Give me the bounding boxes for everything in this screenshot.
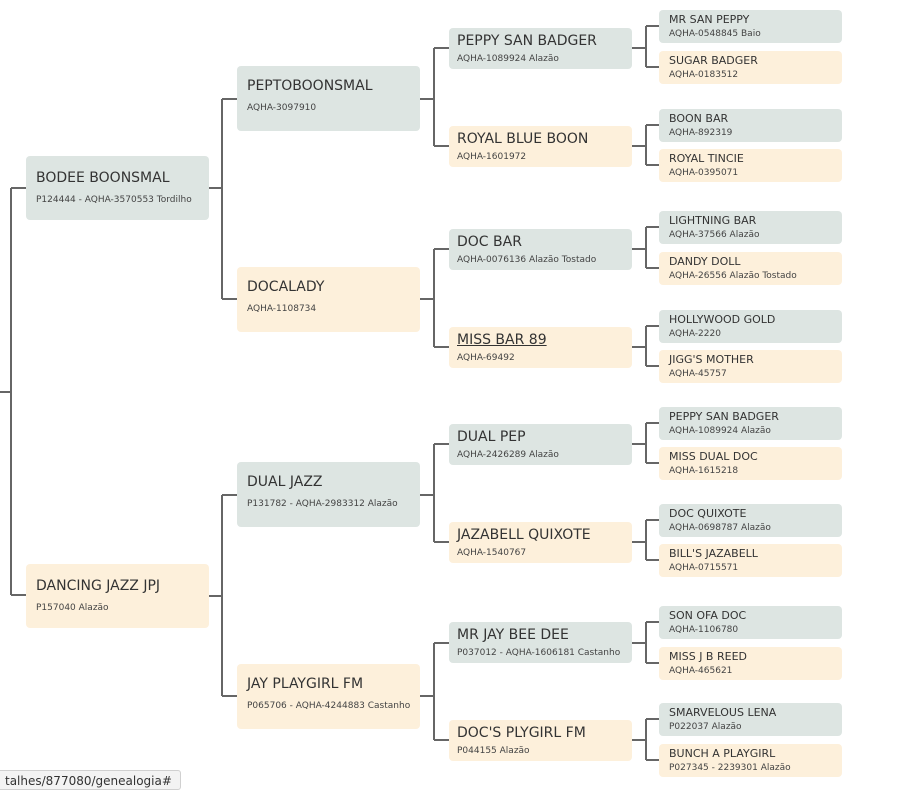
pedigree-node-gen4-6[interactable]: DANDY DOLL AQHA-26556 Alazão Tostado — [659, 252, 842, 285]
pedigree-node-gen4-14[interactable]: MISS J B REED AQHA-465621 — [659, 647, 842, 680]
horse-name-link[interactable]: MISS BAR 89 — [457, 332, 547, 348]
horse-name: DOCALADY — [247, 279, 325, 295]
horse-registration: AQHA-0715571 — [669, 563, 739, 573]
horse-registration: AQHA-2220 — [669, 329, 721, 339]
horse-registration: AQHA-0548845 Baio — [669, 29, 761, 39]
pedigree-node-gen3-4[interactable]: MISS BAR 89 AQHA-69492 — [449, 327, 632, 368]
pedigree-node-paternal-granddam[interactable]: DOCALADY AQHA-1108734 — [237, 267, 420, 332]
pedigree-node-gen4-13[interactable]: SON OFA DOC AQHA-1106780 — [659, 606, 842, 639]
pedigree-node-gen3-6[interactable]: JAZABELL QUIXOTE AQHA-1540767 — [449, 522, 632, 563]
horse-name: BUNCH A PLAYGIRL — [669, 747, 776, 760]
horse-registration: AQHA-0698787 Alazão — [669, 523, 771, 533]
pedigree-node-gen4-7[interactable]: HOLLYWOOD GOLD AQHA-2220 — [659, 310, 842, 343]
horse-registration: P065706 - AQHA-4244883 Castanho — [247, 701, 411, 711]
pedigree-node-paternal-grandsire[interactable]: PEPTOBOONSMAL AQHA-3097910 — [237, 66, 420, 131]
horse-name: JAZABELL QUIXOTE — [457, 527, 591, 543]
pedigree-node-maternal-grandsire[interactable]: DUAL JAZZ P131782 - AQHA-2983312 Alazão — [237, 462, 420, 527]
horse-name: DOC'S PLYGIRL FM — [457, 725, 586, 741]
pedigree-node-maternal-granddam[interactable]: JAY PLAYGIRL FM P065706 - AQHA-4244883 C… — [237, 664, 420, 729]
horse-name: PEPTOBOONSMAL — [247, 78, 373, 94]
pedigree-node-gen3-1[interactable]: PEPPY SAN BADGER AQHA-1089924 Alazão — [449, 28, 632, 69]
horse-registration: AQHA-3097910 — [247, 103, 317, 113]
horse-name: DANDY DOLL — [669, 255, 741, 268]
horse-name: ROYAL BLUE BOON — [457, 131, 589, 147]
pedigree-node-gen4-3[interactable]: BOON BAR AQHA-892319 — [659, 109, 842, 142]
pedigree-node-gen3-8[interactable]: DOC'S PLYGIRL FM P044155 Alazão — [449, 720, 632, 761]
horse-registration: AQHA-1108734 — [247, 304, 317, 314]
horse-registration: AQHA-0183512 — [669, 70, 739, 80]
horse-registration: P022037 Alazão — [669, 722, 742, 732]
horse-registration: AQHA-45757 — [669, 369, 727, 379]
horse-registration: AQHA-465621 — [669, 666, 733, 676]
horse-name: SMARVELOUS LENA — [669, 706, 777, 719]
horse-registration: P044155 Alazão — [457, 746, 530, 756]
horse-registration: AQHA-2426289 Alazão — [457, 450, 559, 460]
horse-name: DANCING JAZZ JPJ — [36, 578, 161, 594]
horse-registration: P027345 - 2239301 Alazão — [669, 763, 791, 773]
horse-name: MISS DUAL DOC — [669, 450, 758, 463]
horse-name: PEPPY SAN BADGER — [669, 410, 779, 423]
pedigree-node-gen4-11[interactable]: DOC QUIXOTE AQHA-0698787 Alazão — [659, 504, 842, 537]
horse-registration: AQHA-26556 Alazão Tostado — [669, 271, 797, 281]
horse-name: DUAL PEP — [457, 429, 526, 445]
horse-name: PEPPY SAN BADGER — [457, 33, 597, 49]
pedigree-node-gen4-1[interactable]: MR SAN PEPPY AQHA-0548845 Baio — [659, 10, 842, 43]
horse-name: DUAL JAZZ — [247, 474, 323, 490]
pedigree-node-gen3-3[interactable]: DOC BAR AQHA-0076136 Alazão Tostado — [449, 229, 632, 270]
horse-registration: AQHA-0076136 Alazão Tostado — [457, 255, 597, 265]
status-bar-url: talhes/877080/genealogia# — [0, 770, 181, 790]
pedigree-node-gen4-12[interactable]: BILL'S JAZABELL AQHA-0715571 — [659, 544, 842, 577]
pedigree-node-gen4-8[interactable]: JIGG'S MOTHER AQHA-45757 — [659, 350, 842, 383]
pedigree-node-gen3-2[interactable]: ROYAL BLUE BOON AQHA-1601972 — [449, 126, 632, 167]
horse-registration: AQHA-1089924 Alazão — [457, 54, 559, 64]
horse-registration: AQHA-1540767 — [457, 548, 527, 558]
pedigree-node-gen4-15[interactable]: SMARVELOUS LENA P022037 Alazão — [659, 703, 842, 736]
pedigree-node-gen4-16[interactable]: BUNCH A PLAYGIRL P027345 - 2239301 Alazã… — [659, 744, 842, 777]
horse-registration: AQHA-892319 — [669, 128, 733, 138]
horse-registration: AQHA-1089924 Alazão — [669, 426, 771, 436]
horse-registration: AQHA-37566 Alazão — [669, 230, 760, 240]
horse-name: HOLLYWOOD GOLD — [669, 313, 776, 326]
horse-name: MISS J B REED — [669, 650, 747, 663]
pedigree-node-gen4-9[interactable]: PEPPY SAN BADGER AQHA-1089924 Alazão — [659, 407, 842, 440]
pedigree-node-sire[interactable]: BODEE BOONSMAL P124444 - AQHA-3570553 To… — [26, 156, 209, 220]
horse-registration: P157040 Alazão — [36, 603, 109, 613]
horse-registration: AQHA-1601972 — [457, 152, 527, 162]
pedigree-node-gen4-4[interactable]: ROYAL TINCIE AQHA-0395071 — [659, 149, 842, 182]
horse-name: ROYAL TINCIE — [669, 152, 744, 165]
horse-registration: P131782 - AQHA-2983312 Alazão — [247, 499, 398, 509]
horse-name: MR JAY BEE DEE — [457, 627, 569, 643]
horse-registration: AQHA-1615218 — [669, 466, 739, 476]
pedigree-node-gen4-5[interactable]: LIGHTNING BAR AQHA-37566 Alazão — [659, 211, 842, 244]
pedigree-node-gen3-5[interactable]: DUAL PEP AQHA-2426289 Alazão — [449, 424, 632, 465]
horse-registration: AQHA-0395071 — [669, 168, 739, 178]
pedigree-node-gen4-2[interactable]: SUGAR BADGER AQHA-0183512 — [659, 51, 842, 84]
horse-name: SON OFA DOC — [669, 609, 747, 622]
horse-registration: P037012 - AQHA-1606181 Castanho — [457, 648, 621, 658]
horse-name: BILL'S JAZABELL — [669, 547, 758, 560]
horse-name: MR SAN PEPPY — [669, 13, 750, 26]
horse-registration: AQHA-69492 — [457, 353, 515, 363]
horse-registration: P124444 - AQHA-3570553 Tordilho — [36, 195, 192, 205]
horse-name: JAY PLAYGIRL FM — [247, 676, 364, 692]
horse-name: LIGHTNING BAR — [669, 214, 757, 227]
horse-name: BODEE BOONSMAL — [36, 170, 170, 186]
horse-registration: AQHA-1106780 — [669, 625, 739, 635]
horse-name: DOC BAR — [457, 234, 522, 250]
horse-name: BOON BAR — [669, 112, 729, 125]
horse-name: JIGG'S MOTHER — [669, 353, 754, 366]
pedigree-node-gen3-7[interactable]: MR JAY BEE DEE P037012 - AQHA-1606181 Ca… — [449, 622, 632, 663]
pedigree-node-dam[interactable]: DANCING JAZZ JPJ P157040 Alazão — [26, 564, 209, 628]
horse-name: SUGAR BADGER — [669, 54, 758, 67]
horse-name: DOC QUIXOTE — [669, 507, 747, 520]
pedigree-node-gen4-10[interactable]: MISS DUAL DOC AQHA-1615218 — [659, 447, 842, 480]
